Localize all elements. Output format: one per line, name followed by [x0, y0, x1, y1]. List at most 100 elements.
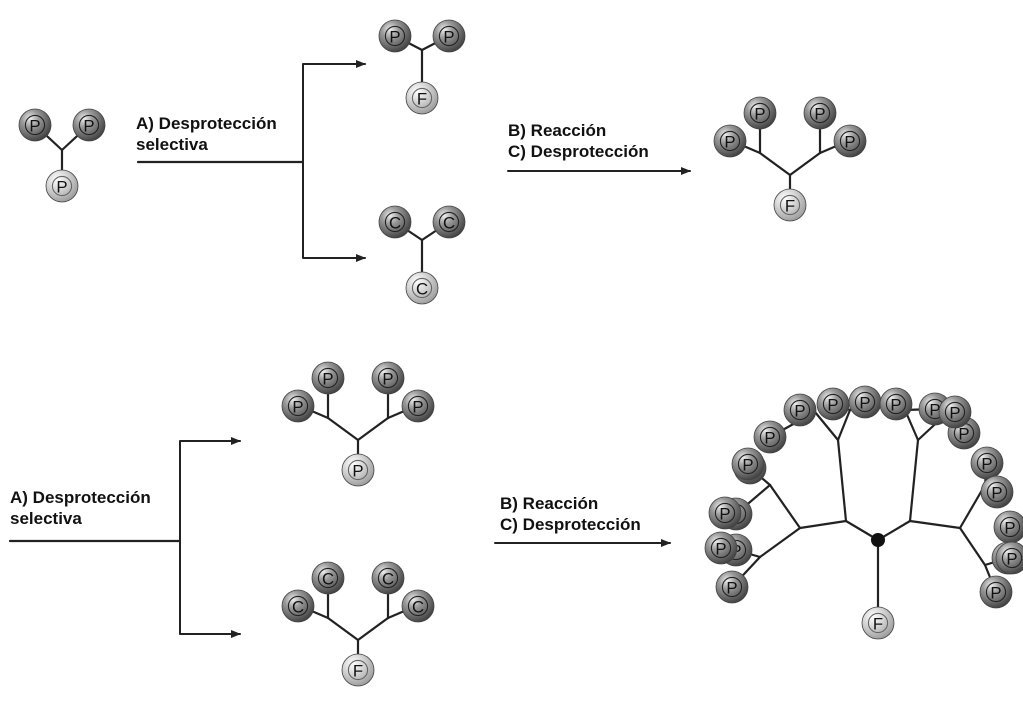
group-letter: P — [719, 504, 730, 523]
group-letter: P — [814, 104, 825, 123]
dark-sphere-icon: P — [715, 570, 749, 604]
group-letter: P — [990, 583, 1001, 602]
group-letter: P — [949, 403, 960, 422]
dark-sphere-icon: P — [995, 541, 1023, 575]
dark-sphere-icon: P — [704, 531, 738, 565]
group-letter: P — [754, 104, 765, 123]
bond — [788, 151, 822, 177]
top-step-bc-label: B) Reacción C) Desprotección — [508, 120, 649, 162]
bottom-step-a-label: A) Desprotección selectiva — [10, 487, 151, 529]
bond — [958, 526, 987, 567]
dark-sphere-icon: P — [731, 447, 765, 481]
light-sphere-icon: F — [861, 606, 895, 640]
dark-sphere-icon: P — [970, 446, 1004, 480]
bond — [798, 519, 848, 530]
dark-sphere-icon: P — [848, 385, 882, 419]
bottom-step-a-line2: selectiva — [10, 509, 82, 528]
bond — [758, 151, 792, 177]
group-letter: F — [785, 196, 795, 215]
group-letter: P — [443, 27, 454, 46]
bond — [326, 416, 360, 442]
group-letter: P — [389, 27, 400, 46]
bottom-step-bc-label: B) Reacción C) Desprotección — [500, 493, 641, 535]
group-letter: P — [715, 539, 726, 558]
light-sphere-icon: F — [405, 81, 439, 115]
group-letter: F — [353, 661, 363, 680]
dark-sphere-icon: P — [993, 510, 1023, 544]
group-letter: P — [352, 461, 363, 480]
group-letter: C — [412, 597, 424, 616]
dark-sphere-icon: C — [432, 205, 466, 239]
top-step-c-line: C) Desprotección — [508, 142, 649, 161]
dark-sphere-icon: P — [979, 575, 1013, 609]
group-letter: C — [416, 279, 428, 298]
reaction-arrows — [8, 60, 691, 638]
group-letter: P — [1004, 518, 1015, 537]
dark-sphere-icon: P — [311, 361, 345, 395]
group-letter: P — [929, 400, 940, 419]
dark-sphere-icon: P — [816, 387, 850, 421]
dark-sphere-icon: C — [311, 561, 345, 595]
group-letter: P — [382, 369, 393, 388]
top-step-a-label: A) Desprotección selectiva — [136, 113, 277, 155]
group-letter: P — [56, 177, 67, 196]
group-letter: P — [859, 393, 870, 412]
group-letter: P — [991, 483, 1002, 502]
group-letter: F — [417, 89, 427, 108]
dark-sphere-icon: P — [743, 96, 777, 130]
dark-sphere-icon: C — [401, 589, 435, 623]
group-letter: P — [292, 397, 303, 416]
bottom-step-b-line: B) Reacción — [500, 494, 599, 513]
group-letter: P — [742, 455, 753, 474]
group-letter: P — [29, 116, 40, 135]
bond — [768, 483, 802, 530]
bond — [813, 410, 840, 442]
group-letter: C — [389, 213, 401, 232]
dark-sphere-icon: C — [281, 589, 315, 623]
group-letter: C — [292, 597, 304, 616]
bond — [356, 616, 390, 642]
bond — [356, 416, 390, 442]
dark-sphere-icon: P — [281, 389, 315, 423]
group-letter: P — [981, 454, 992, 473]
dark-sphere-icon: P — [432, 19, 466, 53]
bond — [836, 438, 848, 523]
dark-sphere-icon: P — [401, 389, 435, 423]
dark-sphere-icon: P — [713, 124, 747, 158]
bond — [908, 519, 962, 530]
group-letter: P — [958, 424, 969, 443]
group-letter: P — [764, 428, 775, 447]
group-letter: P — [724, 132, 735, 151]
dark-sphere-icon: P — [753, 420, 787, 454]
group-letter: C — [322, 569, 334, 588]
group-letter: P — [726, 578, 737, 597]
group-letter: P — [322, 369, 333, 388]
dark-sphere-icon: P — [371, 361, 405, 395]
group-letter: P — [794, 401, 805, 420]
bond — [758, 526, 802, 559]
top-step-b-line: B) Reacción — [508, 121, 607, 140]
top-step-a-line2: selectiva — [136, 135, 208, 154]
dark-sphere-icon: P — [803, 96, 837, 130]
group-letter: P — [83, 116, 94, 135]
light-sphere-icon: P — [45, 169, 79, 203]
bond — [836, 408, 852, 442]
bottom-step-c-line: C) Desprotección — [500, 515, 641, 534]
bond — [908, 438, 920, 523]
dark-sphere-icon: P — [378, 19, 412, 53]
group-letter: C — [443, 213, 455, 232]
core-dot-icon — [871, 533, 885, 547]
dark-sphere-icon: P — [783, 393, 817, 427]
group-letter: F — [873, 614, 883, 633]
dark-sphere-icon: P — [879, 387, 913, 421]
light-sphere-icon: P — [341, 453, 375, 487]
group-letter: P — [1006, 549, 1017, 568]
group-letter: C — [382, 569, 394, 588]
top-step-a-line1: A) Desprotección — [136, 114, 277, 133]
bond — [326, 616, 360, 642]
dark-sphere-icon: P — [938, 395, 972, 429]
group-letter: P — [412, 397, 423, 416]
dark-sphere-icon: P — [72, 108, 106, 142]
dark-sphere-icon: P — [708, 496, 742, 530]
